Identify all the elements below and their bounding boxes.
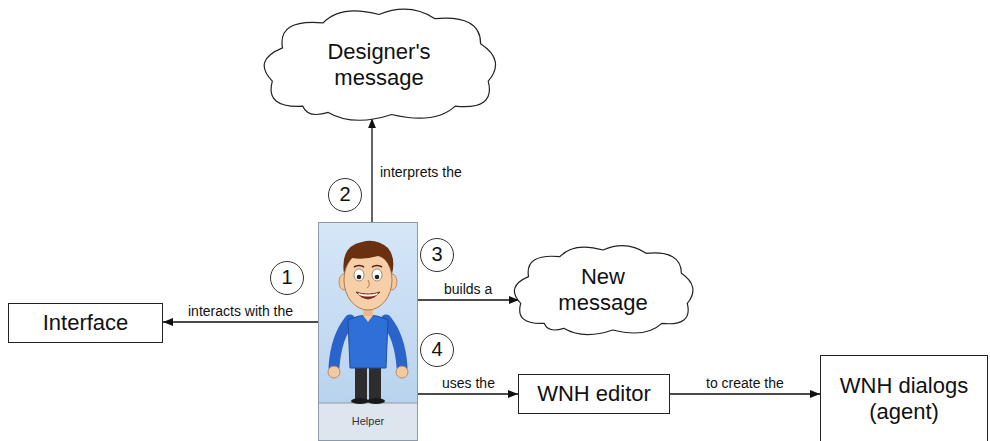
- callout-number: 4: [420, 333, 454, 367]
- arrow-connector: [371, 118, 372, 222]
- arrow-connector: [163, 321, 318, 322]
- arrow-connector: [418, 299, 519, 300]
- edge-label: interacts with the: [186, 303, 295, 319]
- edge-label: interprets the: [378, 164, 464, 180]
- node-text: WNH editor: [537, 381, 651, 407]
- edge-label: uses the: [440, 375, 497, 391]
- process-box: WNH editor: [518, 374, 670, 414]
- callout-number: 1: [270, 261, 304, 295]
- node-text: Interface: [43, 310, 129, 336]
- node-text: New message: [546, 264, 661, 316]
- arrow-connector: [418, 393, 518, 394]
- process-box: Interface: [8, 303, 163, 343]
- cloud-shape: New message: [505, 240, 701, 340]
- callout-number: 3: [420, 238, 454, 272]
- edge-label: to create the: [704, 375, 786, 391]
- figure-caption: Helper: [319, 415, 417, 428]
- edge-label: builds a: [442, 281, 494, 297]
- process-box: WNH dialogs (agent): [820, 355, 988, 441]
- arrow-connector: [670, 393, 820, 394]
- cloud-shape: Designer's message: [252, 2, 506, 127]
- node-text: WNH dialogs (agent): [828, 373, 980, 425]
- callout-number: 2: [328, 178, 362, 212]
- node-text: Designer's message: [304, 39, 455, 91]
- helper-figure: Helper: [318, 222, 418, 441]
